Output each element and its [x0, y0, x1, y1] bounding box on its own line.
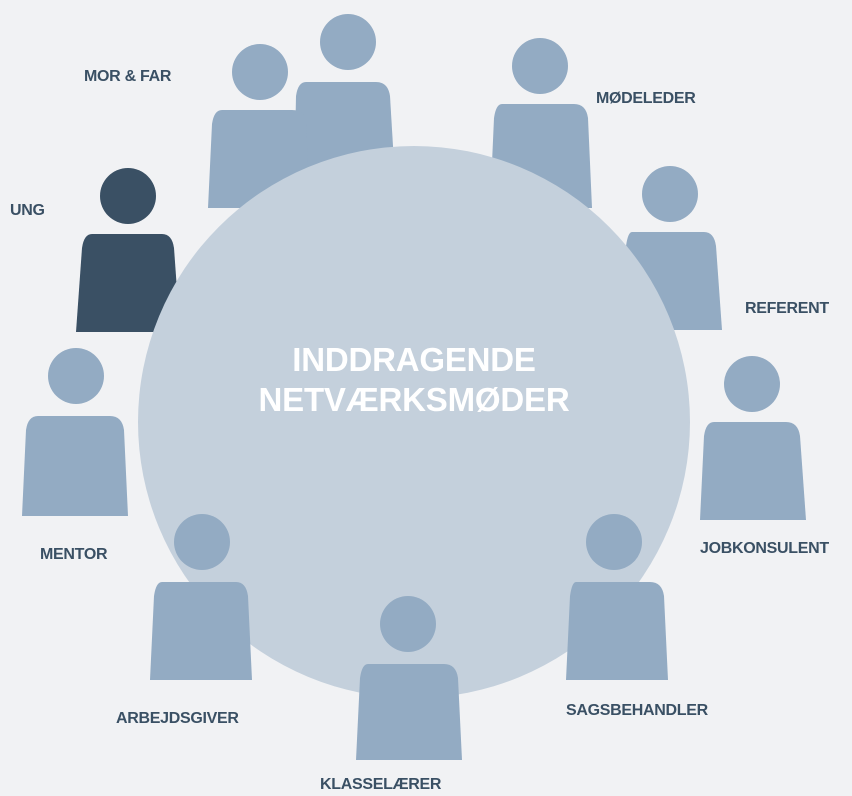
title-line-2: NETVÆRKSMØDER: [258, 381, 570, 418]
person-klasselaerer: [356, 596, 462, 760]
label-jobkonsulent: JOBKONSULENT: [700, 540, 829, 557]
label-ung: UNG: [10, 202, 45, 219]
label-modeleder: MØDELEDER: [596, 90, 696, 107]
label-sagsbehandler: SAGSBEHANDLER: [566, 702, 708, 719]
person-ung: [76, 168, 180, 332]
label-referent: REFERENT: [745, 300, 829, 317]
label-arbejdsgiver: ARBEJDSGIVER: [116, 710, 239, 727]
person-arbejdsgiver: [150, 514, 252, 680]
meeting-table: [138, 146, 690, 698]
person-sagsbehandler: [566, 514, 668, 680]
diagram-title: INDDRAGENDE NETVÆRKSMØDER: [214, 340, 614, 420]
person-jobkonsulent: [700, 356, 806, 520]
label-mor-far: MOR & FAR: [84, 68, 172, 85]
label-klasselaerer: KLASSELÆRER: [320, 776, 442, 793]
title-line-1: INDDRAGENDE: [292, 341, 536, 378]
label-mentor: MENTOR: [40, 546, 108, 563]
person-mentor: [22, 348, 128, 516]
